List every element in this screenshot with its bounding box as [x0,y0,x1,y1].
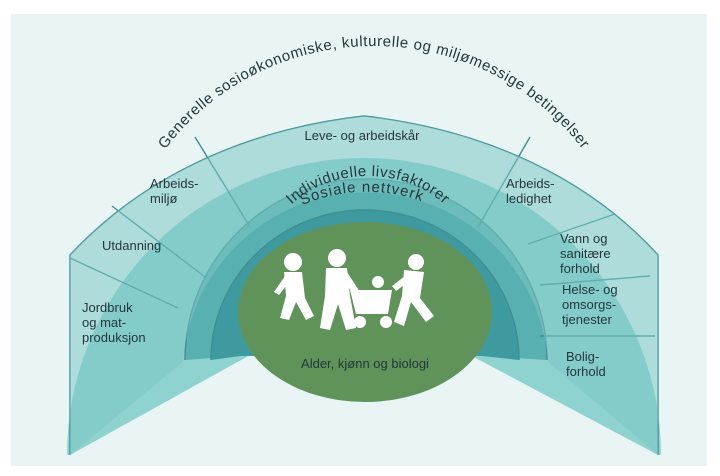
segment-label-work-environment: Arbeids-miljø [150,176,198,206]
segment-label-line: Arbeids- [150,176,198,191]
people-silhouettes [274,249,434,330]
segment-label-line: Leve- og arbeidskår [305,128,421,143]
segment-label-line: Utdanning [102,238,161,253]
segment-label-living-conditions: Leve- og arbeidskår [305,128,421,143]
segment-label-line: tjenester [562,312,613,327]
segment-label-unemployment: Arbeids-ledighet [506,176,554,206]
child-runner-icon [392,254,434,326]
segment-label-line: forhold [566,364,606,379]
segment-label-line: Arbeids- [506,176,554,191]
segment-label-line: Vann og [560,231,607,246]
individual-ring-edge [210,209,520,361]
adult-walker-icon [320,249,360,330]
conditions-panel-shapes [70,116,658,455]
segment-label-housing: Bolig-forhold [566,349,606,379]
center-label: Alder, kjønn og biologi [301,356,429,371]
segment-label-line: miljø [150,191,177,206]
segment-label-line: Helse- og [562,282,618,297]
segment-label-education: Utdanning [102,238,161,253]
segment-label-line: sanitære [560,246,611,261]
segment-label-line: produksjon [82,330,146,345]
stroller-icon [350,276,392,328]
segment-label-line: omsorgs- [562,297,616,312]
segment-label-line: forhold [560,261,600,276]
adult-runner-icon [274,253,314,320]
segment-label-line: og mat- [82,315,126,330]
conditions-panel [70,116,658,455]
segment-label-line: ledighet [506,191,552,206]
segment-label-line: Bolig- [566,349,599,364]
segment-label-line: Jordbruk [82,300,133,315]
